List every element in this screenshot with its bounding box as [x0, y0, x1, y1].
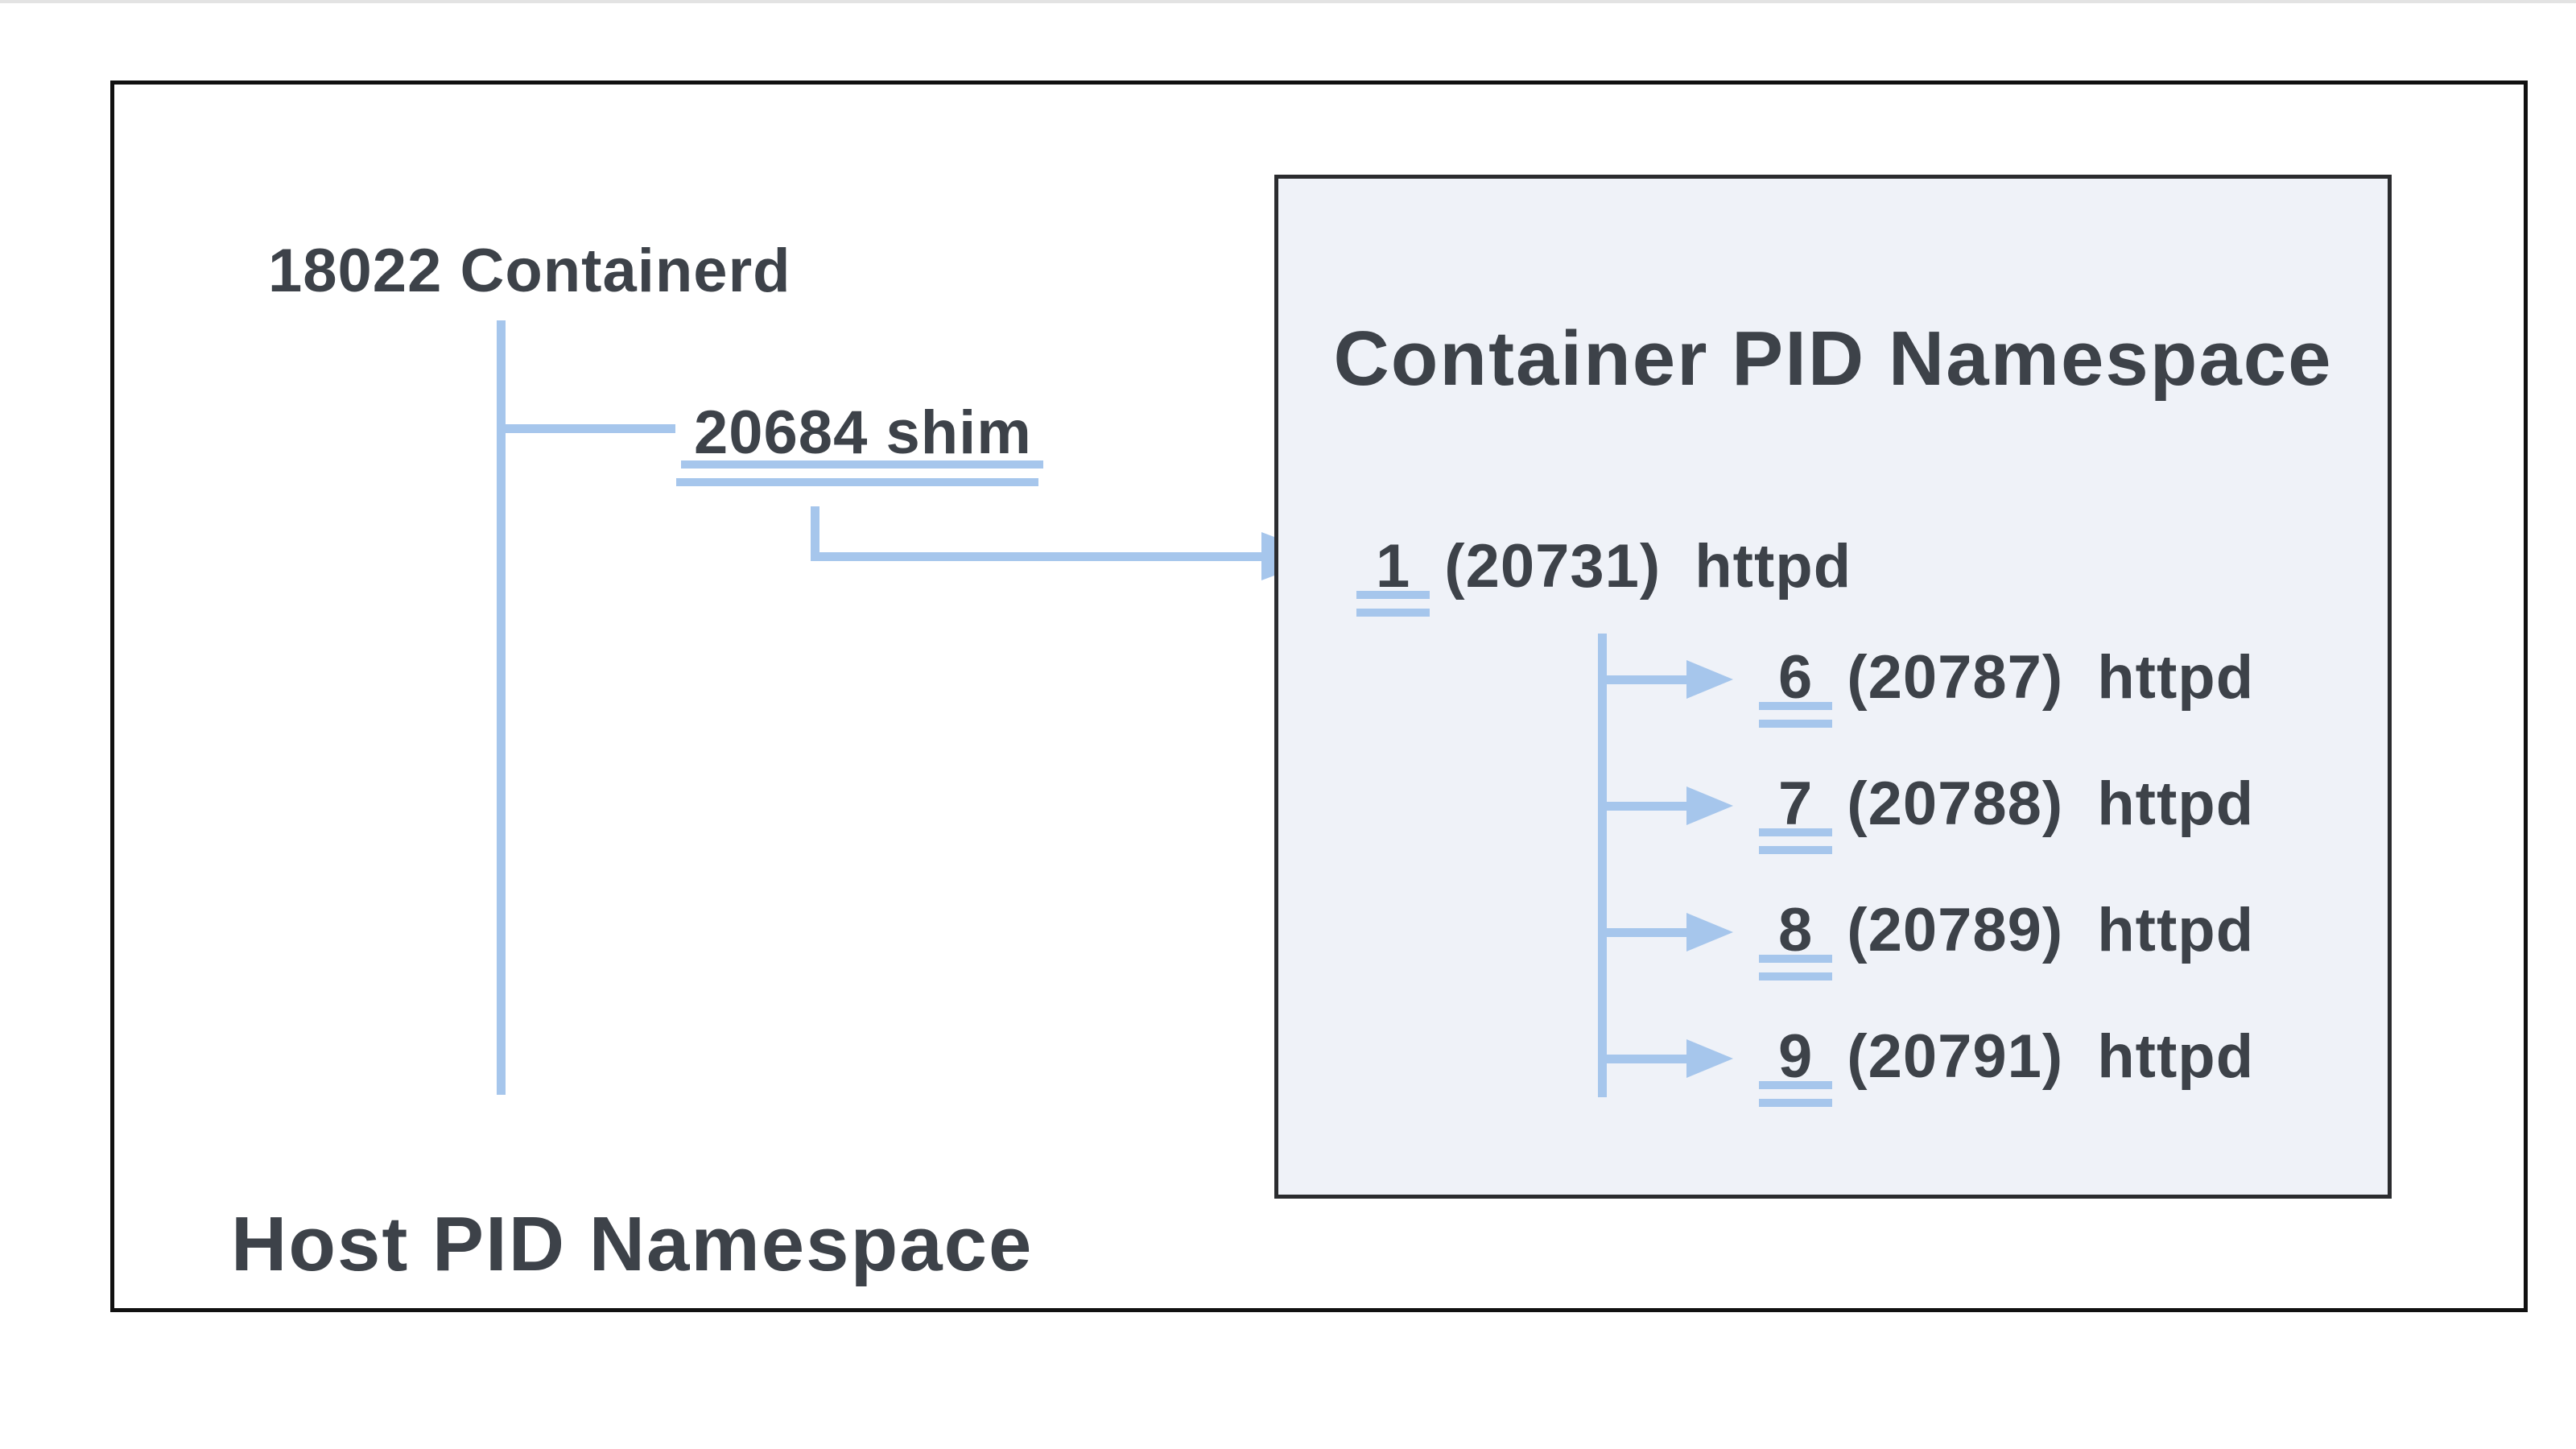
process-row: 8 (20789) httpd [1759, 896, 2255, 980]
branch-line [1598, 1055, 1686, 1063]
containerd-process-label: 18022 Containerd [268, 237, 791, 305]
arrow-right-icon [1686, 1039, 1733, 1078]
init-ns-pid: 1 [1356, 536, 1430, 617]
shim-process-label: 20684 shim [676, 398, 1043, 486]
container-pid-namespace-box: Container PID Namespace 1 (20731) httpd … [1274, 175, 2392, 1199]
branch-line [1598, 928, 1686, 937]
arrow-right-icon [1686, 913, 1733, 952]
process-row: 6 (20787) httpd [1759, 643, 2255, 728]
shim-underlined-text: 20684 shim [676, 398, 1043, 486]
shim-to-container-line [811, 552, 1261, 561]
container-tree-vertical-line [1598, 634, 1607, 1097]
process-row-init: 1 (20731) httpd [1356, 532, 1852, 617]
top-edge-line [0, 0, 2576, 3]
child-process-name: httpd [2097, 896, 2255, 964]
process-row: 9 (20791) httpd [1759, 1022, 2255, 1107]
host-pid-namespace-box: 18022 Containerd 20684 shim Container PI… [110, 80, 2528, 1312]
branch-line [1598, 802, 1686, 811]
child-ns-pid: 9 [1759, 1026, 1833, 1107]
host-tree-vertical-line [497, 320, 506, 1095]
shim-branch-line [497, 424, 675, 433]
child-host-pid: (20787) [1847, 643, 2064, 712]
child-process-name: httpd [2097, 643, 2255, 712]
branch-line [1598, 675, 1686, 684]
init-host-pid: (20731) [1444, 532, 1662, 601]
child-host-pid: (20789) [1847, 896, 2064, 964]
child-host-pid: (20788) [1847, 770, 2064, 838]
container-namespace-title: Container PID Namespace [1333, 316, 2333, 402]
child-ns-pid: 6 [1759, 647, 1833, 728]
child-process-name: httpd [2097, 770, 2255, 838]
arrow-right-icon [1686, 660, 1733, 699]
child-ns-pid: 8 [1759, 900, 1833, 980]
child-ns-pid: 7 [1759, 774, 1833, 854]
child-host-pid: (20791) [1847, 1022, 2064, 1091]
shim-elbow-vertical-line [811, 506, 819, 561]
arrow-right-icon [1686, 786, 1733, 825]
child-process-name: httpd [2097, 1022, 2255, 1091]
init-process-name: httpd [1695, 532, 1852, 601]
host-namespace-title: Host PID Namespace [231, 1201, 1034, 1287]
process-row: 7 (20788) httpd [1759, 770, 2255, 854]
